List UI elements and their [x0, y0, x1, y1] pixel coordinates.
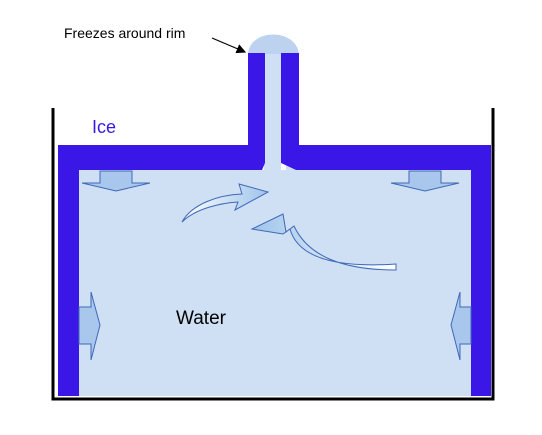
side-arrow-right [450, 291, 472, 361]
ice-label: Ice [92, 117, 116, 137]
flow-arrow-right [250, 213, 397, 271]
flow-arrow-left [181, 183, 270, 223]
container-outline [51, 108, 495, 401]
down-arrow-left [81, 170, 151, 192]
annotation-label: Freezes around rim [64, 25, 185, 41]
ice-top-left [58, 53, 265, 396]
down-arrow-right [390, 170, 460, 192]
tube-water [264, 52, 281, 170]
tube-dome [248, 34, 299, 54]
side-arrow-left [78, 291, 101, 361]
annotation-arrow [211, 37, 247, 54]
water-body [79, 165, 471, 396]
water-label: Water [176, 308, 227, 329]
